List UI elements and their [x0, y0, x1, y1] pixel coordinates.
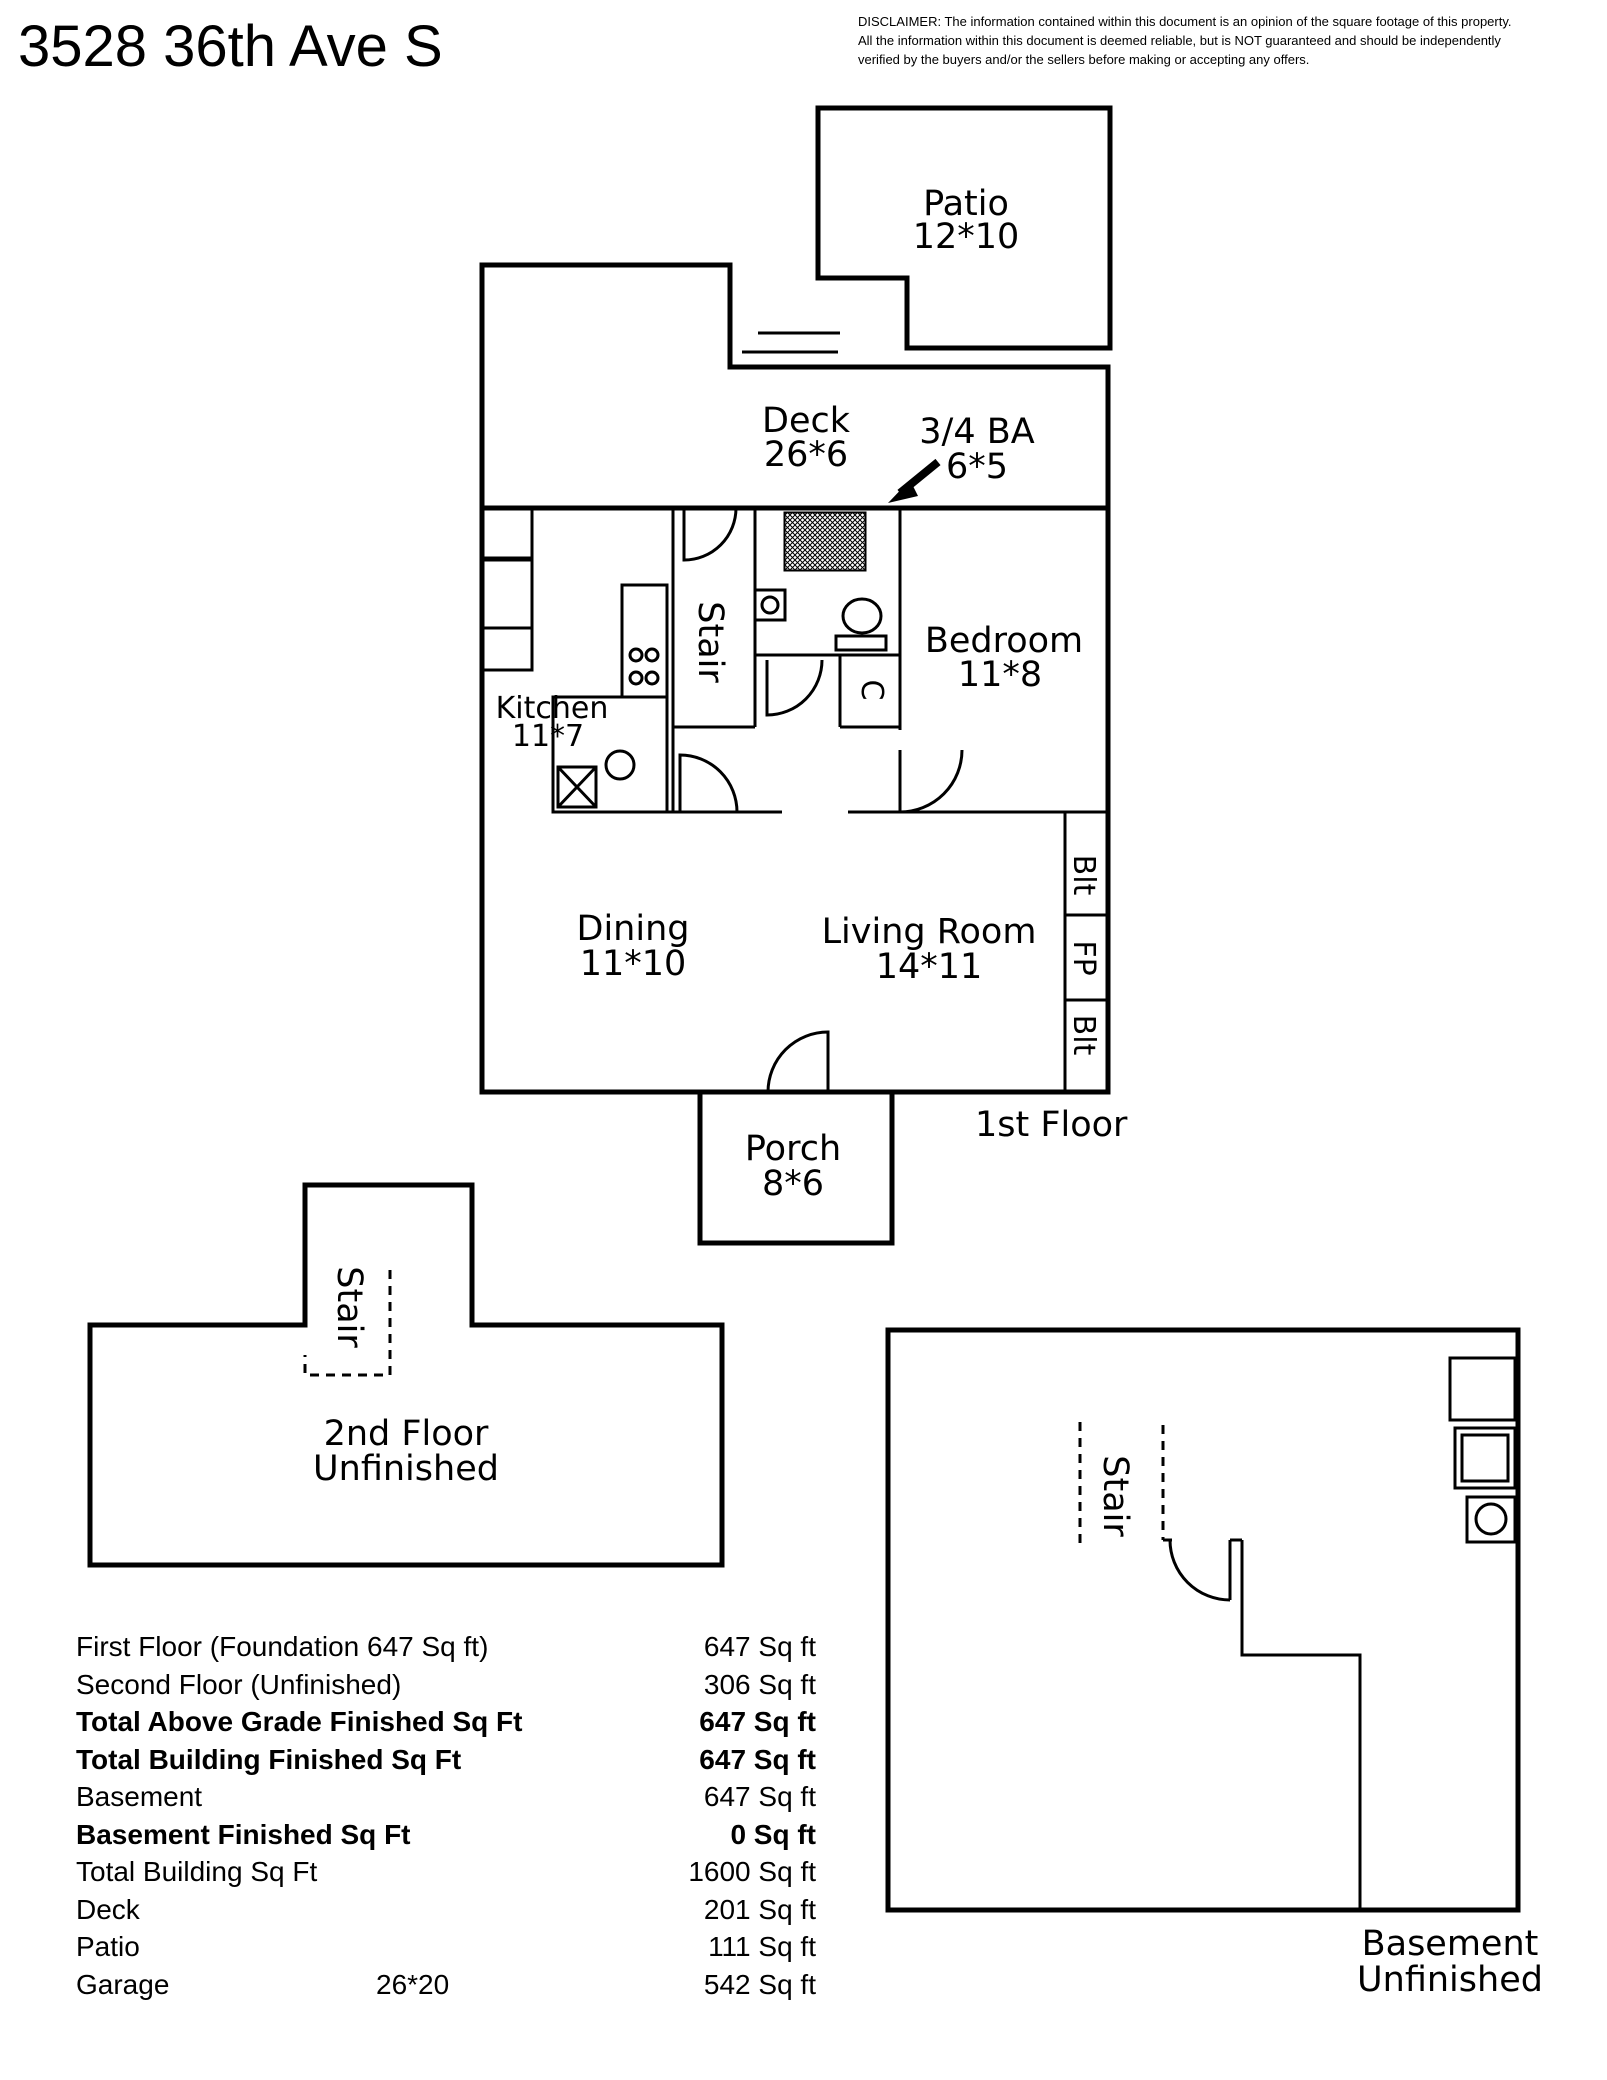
square-footage-summary: First Floor (Foundation 647 Sq ft) 647 S… [76, 1628, 816, 2003]
summary-value: 647 Sq ft [703, 1631, 816, 1662]
summary-row: Total Building Finished Sq Ft 647 Sq ft [76, 1741, 816, 1779]
disclaimer: DISCLAIMER: The information contained wi… [858, 12, 1598, 69]
summary-label: Total Building Sq Ft [76, 1856, 318, 1887]
bath-arrow-icon [888, 458, 941, 503]
summary-value: 647 Sq ft [699, 1706, 816, 1737]
summary-label: Garage [76, 1968, 170, 2000]
first-floor-outline [479, 505, 1111, 1095]
stair-label: Stair [690, 601, 730, 683]
summary-label: First Floor (Foundation 647 Sq ft) [76, 1631, 489, 1662]
summary-value: 306 Sq ft [703, 1668, 816, 1700]
summary-label: Total Above Grade Finished Sq Ft [76, 1706, 523, 1737]
builtin-label: Blt [1066, 855, 1101, 896]
summary-value: 647 Sq ft [703, 1781, 816, 1812]
second-floor-unfinished-label: Unfinished [313, 1449, 499, 1489]
summary-label: Patio [76, 1931, 140, 1962]
basement-stair-outline [1078, 1422, 1172, 1545]
deck-size: 26*6 [764, 435, 848, 475]
summary-row: Patio 111 Sq ft [76, 1928, 816, 1966]
deck-label: Deck [762, 401, 851, 441]
patio-outline [815, 105, 1113, 351]
summary-value: 1600 Sq ft [688, 1856, 816, 1887]
basement-stair-label: Stair [1095, 1455, 1135, 1537]
disclaimer-line: DISCLAIMER: The information contained wi… [858, 14, 1512, 29]
patio-label: Patio [923, 184, 1009, 224]
summary-label: Deck [76, 1893, 140, 1925]
summary-value: 201 Sq ft [703, 1893, 816, 1925]
porch-label: Porch [745, 1129, 841, 1169]
summary-value: 0 Sq ft [730, 1818, 816, 1850]
second-floor-outline [87, 1182, 725, 1568]
summary-label: Total Building Finished Sq Ft [76, 1743, 462, 1775]
property-address-title: 3528 36th Ave S [18, 14, 443, 79]
kitchen-size: 11*7 [512, 719, 584, 754]
second-floor-stair-outline [303, 1270, 392, 1377]
summary-row: Garage 26*20 542 Sq ft [76, 1966, 816, 2004]
summary-row: Basement 647 Sq ft [76, 1778, 816, 1816]
dining-label: Dining [577, 909, 690, 949]
basement-interior [1168, 1356, 1517, 1910]
builtin-label: Blt [1066, 1015, 1101, 1056]
summary-value: 542 Sq ft [703, 1968, 816, 2000]
summary-row: First Floor (Foundation 647 Sq ft) 647 S… [76, 1628, 816, 1666]
summary-row: Second Floor (Unfinished) 306 Sq ft [76, 1666, 816, 1704]
summary-label: Second Floor (Unfinished) [76, 1668, 402, 1700]
summary-row: Total Building Sq Ft 1600 Sq ft [76, 1853, 816, 1891]
closet-label: C [854, 680, 889, 701]
summary-row: Deck 201 Sq ft [76, 1891, 816, 1929]
bath-size: 6*5 [946, 447, 1008, 487]
patio-size: 12*10 [913, 217, 1020, 257]
summary-label: Basement Finished Sq Ft [76, 1818, 411, 1850]
summary-row: Total Above Grade Finished Sq Ft 647 Sq … [76, 1703, 816, 1741]
sliding-door [742, 331, 840, 354]
summary-value: 647 Sq ft [699, 1743, 816, 1775]
living-room-size: 14*11 [876, 947, 983, 987]
bedroom-size: 11*8 [958, 655, 1042, 695]
bath-label: 3/4 BA [919, 412, 1034, 452]
kitchen-label: Kitchen [496, 691, 609, 726]
garage-dimensions: 26*20 [376, 1968, 450, 2000]
summary-value: 111 Sq ft [708, 1931, 816, 1962]
interior-walls [480, 506, 1108, 1093]
summary-row: Basement Finished Sq Ft 0 Sq ft [76, 1816, 816, 1854]
basement-outline [885, 1327, 1521, 1913]
living-room-label: Living Room [822, 912, 1037, 952]
basement-unfinished-label: Unfinished [1357, 1960, 1543, 2000]
second-floor-stair-label: Stair [329, 1266, 369, 1348]
summary-label: Basement [76, 1781, 203, 1812]
first-floor-label: 1st Floor [975, 1105, 1128, 1145]
basement-label: Basement [1362, 1924, 1539, 1964]
dining-size: 11*10 [580, 944, 687, 984]
bedroom-label: Bedroom [925, 621, 1083, 661]
fireplace-label: FP [1066, 940, 1101, 975]
disclaimer-line: verified by the buyers and/or the seller… [858, 52, 1310, 67]
disclaimer-line: All the information within this document… [858, 33, 1501, 48]
porch-size: 8*6 [762, 1164, 824, 1204]
second-floor-label: 2nd Floor [324, 1414, 489, 1454]
shower-tile [784, 512, 866, 571]
